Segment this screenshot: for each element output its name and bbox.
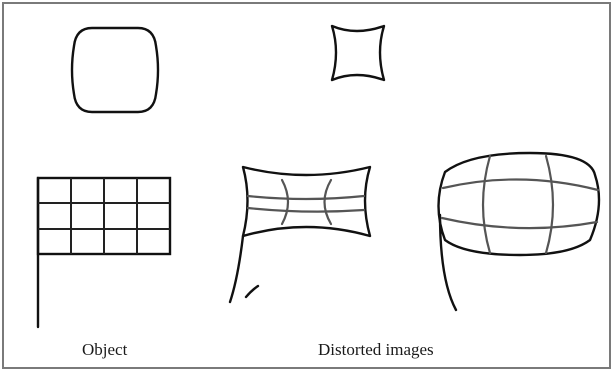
pincushion-grid-lines [246,178,366,226]
object-grid-lines [38,178,170,254]
barrel-flag [437,151,601,312]
object-flag [36,176,172,329]
object-label: Object [82,340,128,359]
pincushion-flag [228,165,372,304]
barrel-flag-outline [437,151,601,257]
barrel-flagpole [438,213,458,312]
distorted-images-label: Distorted images [318,340,434,359]
pincushion-square-outline [330,24,386,82]
pincushion-flagpole [228,234,245,304]
pincushion-flag-outline [241,165,372,238]
barrel-square-outline [70,26,160,114]
barrel-grid-lines [440,154,600,255]
pincushion-bottom-stroke [244,284,260,299]
